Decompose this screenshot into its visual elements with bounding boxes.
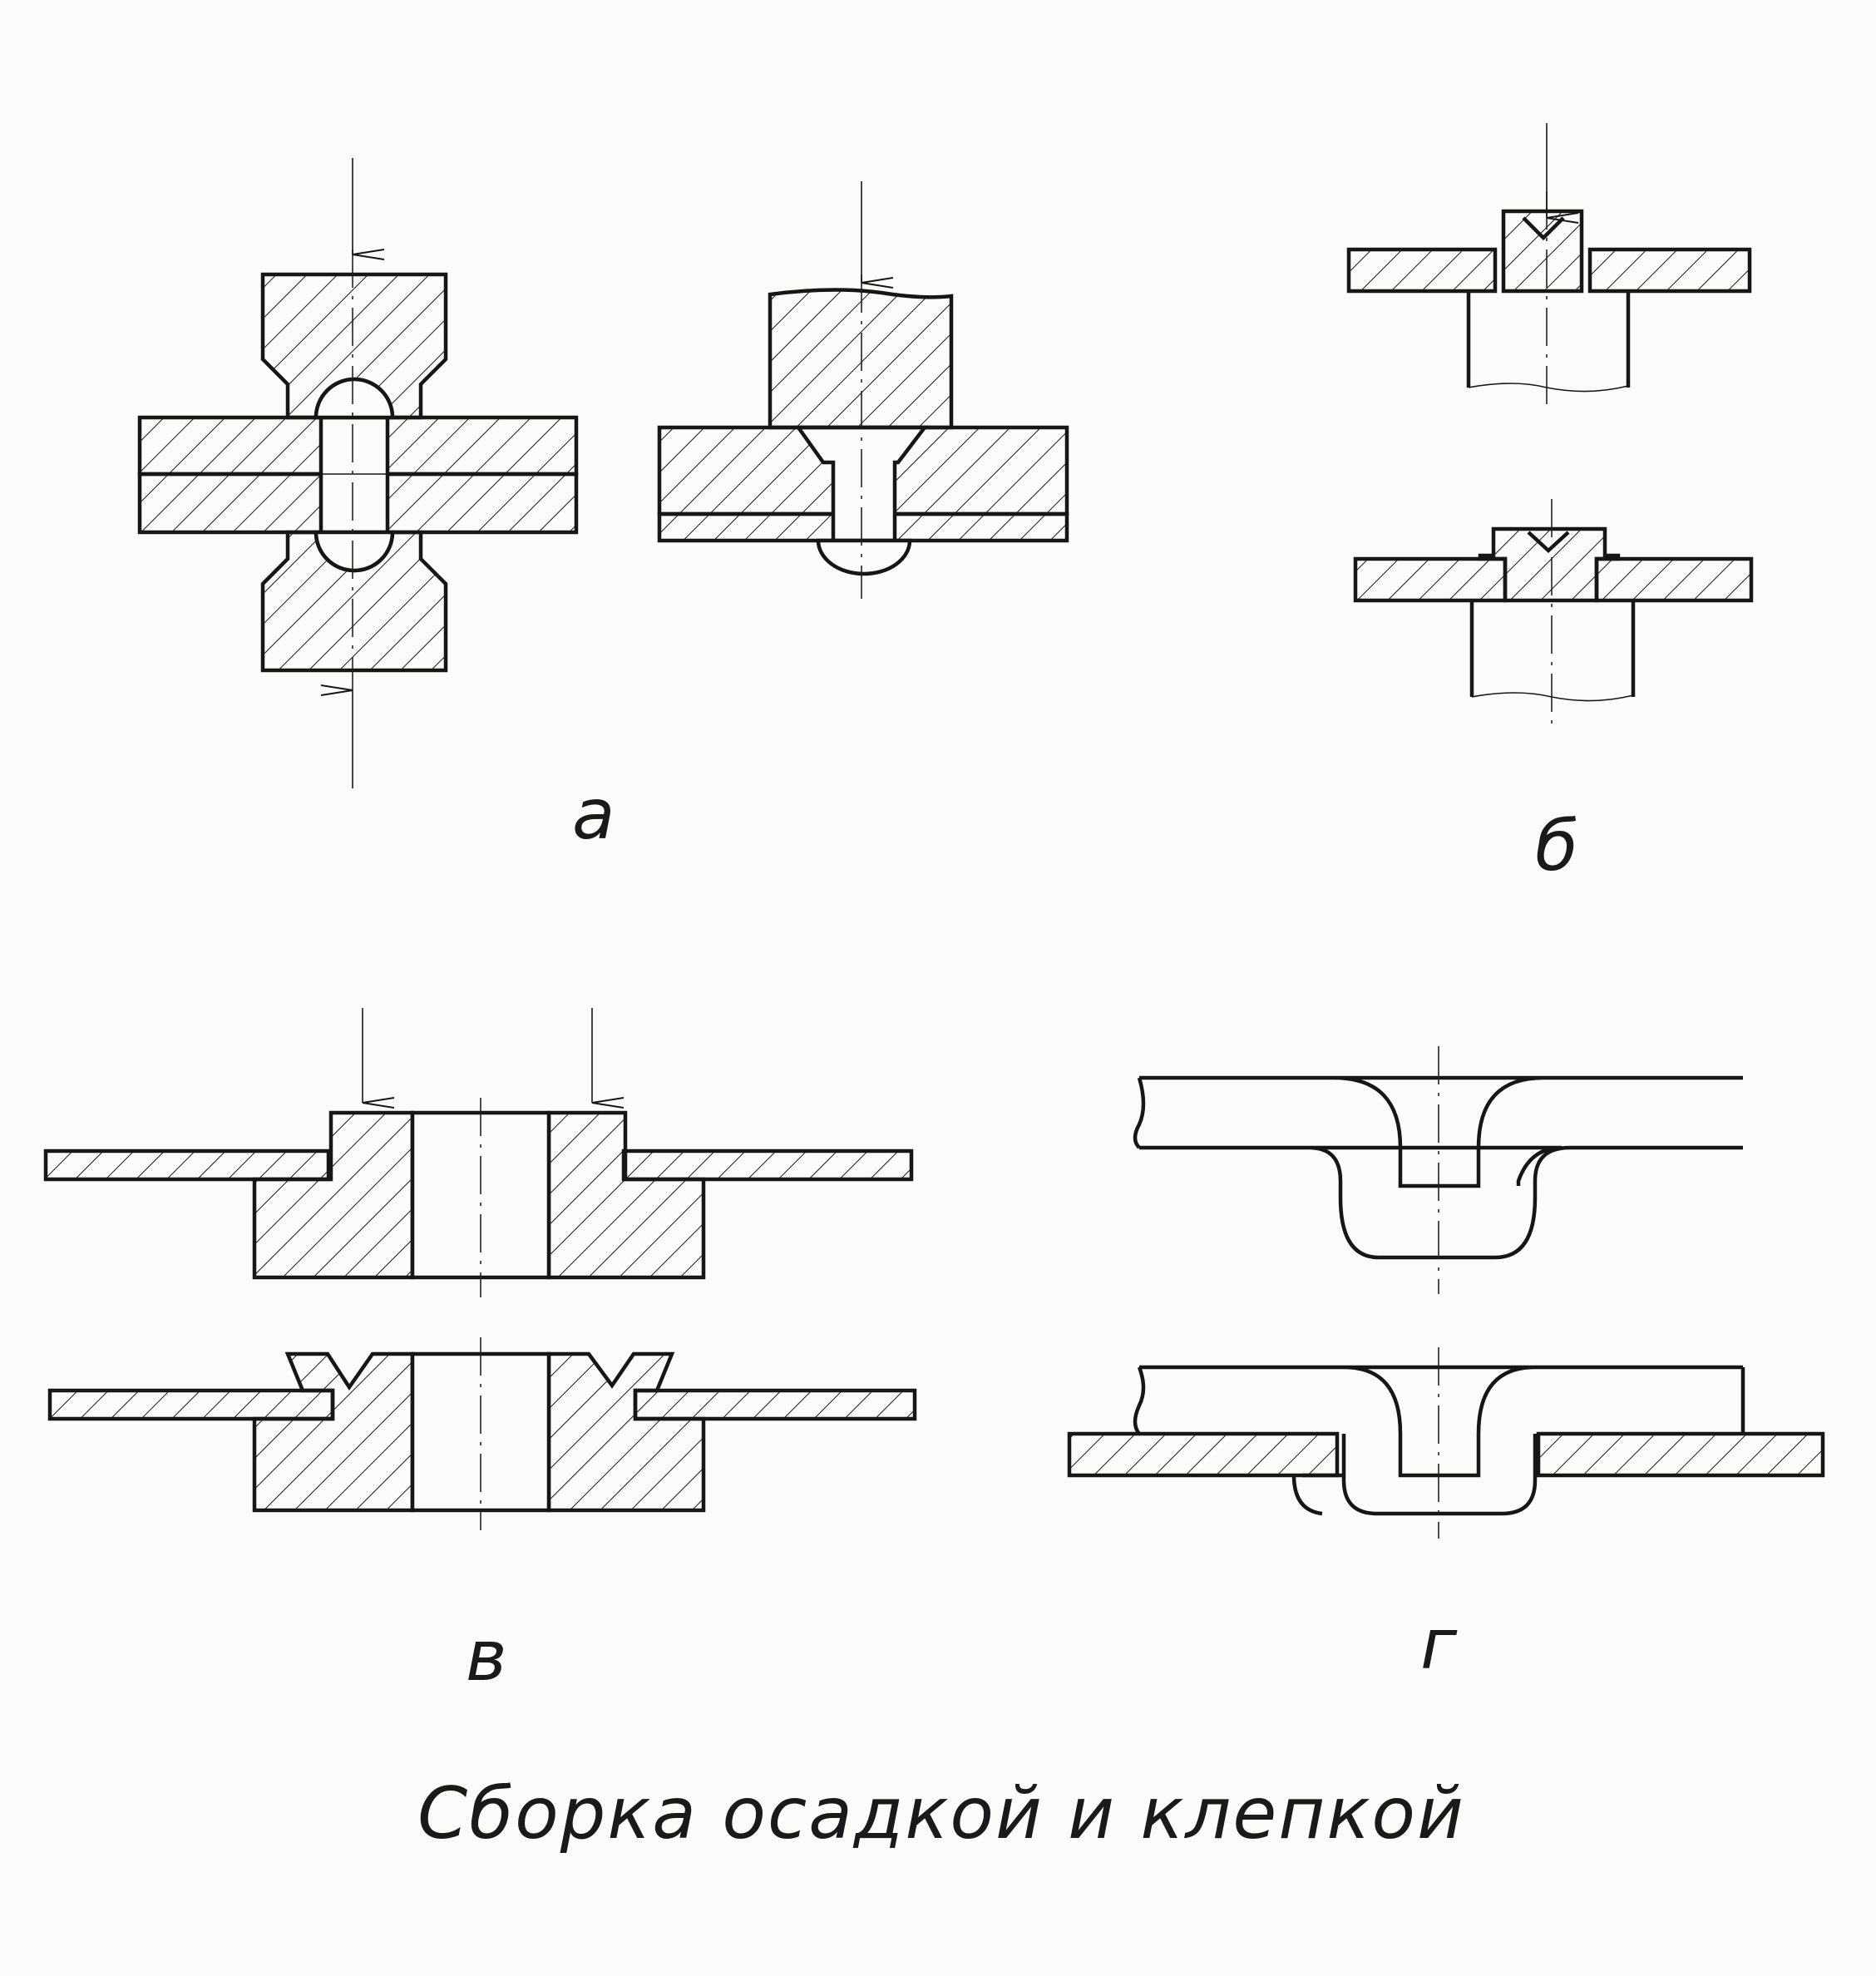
punch-notch-b1 [1522,216,1565,241]
drawn-part-g1 [1133,1075,1743,1260]
bore-v1 [410,1110,551,1280]
shaft-b2 [1469,600,1636,697]
figure-a-riveting-countersunk [657,181,1069,599]
figure-b-upsetting [1346,123,1754,724]
shaft-b1 [1466,291,1631,388]
bushing-v2-left [252,1351,415,1513]
sheet-v1-left [43,1149,331,1182]
rivet-closing-head [816,538,912,576]
figure-v-flanging [43,1008,917,1530]
figure-label-b: б [1535,805,1578,887]
sheet-v2-left [47,1388,335,1421]
sheet-b1-left [1346,247,1498,294]
sheet-g2-right [1536,1431,1825,1478]
sheet-g2-left [1067,1431,1340,1478]
drawing-caption: Сборка осадкой и клепкой [417,1772,1465,1855]
sheet-b2-left [1353,556,1508,603]
sheet-v1-right [621,1149,914,1182]
punch-notch-b2 [1527,531,1570,554]
rivet-shank [318,415,390,535]
bushing-v2-right [546,1351,706,1513]
figure-a-riveting-two-dies [137,158,579,788]
figure-label-v: в [466,1615,507,1697]
bushing-v1-left [252,1110,415,1280]
sheet-v2-right [633,1388,917,1421]
rivet-head-lower [313,530,395,573]
sheet-b1-right [1587,247,1752,294]
figure-g-hollow-rivet [1067,1046,1825,1539]
figure-label-g: г [1420,1603,1458,1685]
sheet-b2-right [1594,556,1754,603]
figure-label-a: а [572,773,615,855]
bushing-v1-right [546,1110,706,1280]
punch [768,288,954,430]
drawn-part-g2 [1133,1365,1745,1516]
pin-b2-upset [1478,526,1621,603]
rivet-head-upper [313,377,395,420]
pin-b1 [1501,209,1584,294]
